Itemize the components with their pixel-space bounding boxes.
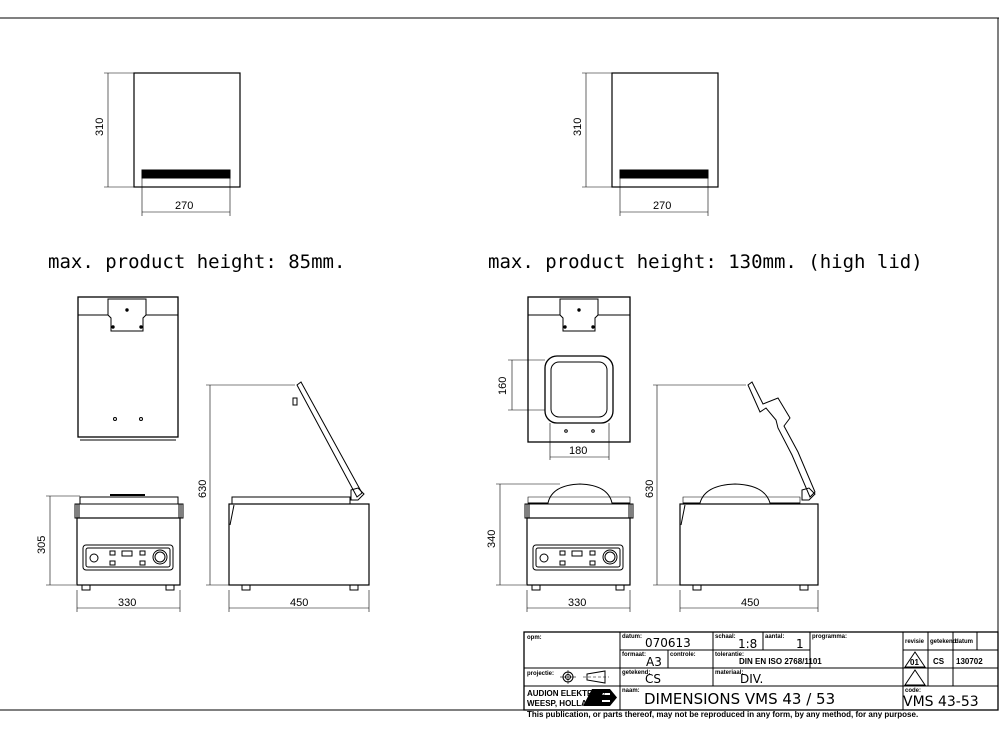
label-getekend: getekend: (622, 670, 650, 676)
projection-symbol-icon (560, 670, 609, 684)
label-aantal: aantal: (765, 634, 784, 640)
dim-front-height-right: 340 (486, 530, 498, 548)
label-formaat: formaat: (622, 652, 646, 658)
dim-section-width-left: 270 (175, 200, 193, 212)
label-schaal: schaal: (715, 634, 736, 640)
label-controle: controle: (670, 652, 696, 658)
copyright-notice: This publication, or parts thereof, may … (527, 710, 918, 719)
value-datum: 070613 (645, 636, 691, 650)
company-logo (583, 689, 617, 706)
dim-section-width-right: 270 (653, 200, 671, 212)
dim-side-depth-left: 450 (290, 597, 308, 609)
title-block: opm: datum: 070613 schaal: 1:8 aantal: 1… (523, 631, 999, 711)
chamber-section-standard: 310 270 (94, 72, 241, 216)
drawing-frame (0, 17, 999, 711)
dim-window-height: 160 (497, 377, 509, 395)
machine-top-view-high-lid: 160 180 (497, 296, 631, 460)
label-rev-datum: datum (955, 639, 973, 645)
label-rev-getekend: getekend (930, 639, 957, 645)
machine-side-view-standard: 630 450 (197, 381, 370, 612)
machine-front-view-high-lid: 340 330 (486, 483, 634, 612)
revision-number: 01 (910, 658, 919, 667)
drawing-title: DIMENSIONS VMS 43 / 53 (644, 690, 835, 708)
machine-side-view-high-lid: 630 450 (644, 381, 819, 612)
machine-front-view-standard: 305 330 (36, 494, 184, 612)
value-materiaal: DIV. (740, 672, 763, 686)
dim-side-height-right: 630 (644, 480, 656, 498)
label-naam: naam: (622, 688, 640, 694)
dim-window-width: 180 (569, 445, 587, 457)
label-opm: opm: (527, 635, 542, 641)
value-schaal: 1:8 (738, 637, 757, 651)
value-getekend: CS (645, 672, 661, 686)
label-programma: programma: (812, 634, 847, 640)
heading-high-lid: max. product height: 130mm. (high lid) (488, 251, 923, 273)
value-tolerantie: DIN EN ISO 2768/1101 (739, 657, 822, 666)
dim-side-depth-right: 450 (741, 597, 759, 609)
drawing-code: VMS 43-53 (903, 694, 979, 710)
machine-top-view-standard (77, 296, 179, 441)
label-tolerantie: tolerantie: (715, 652, 744, 658)
dim-front-width-left: 330 (118, 597, 136, 609)
heading-standard-lid: max. product height: 85mm. (48, 251, 345, 273)
revision-by: CS (933, 657, 945, 666)
dim-side-height-left: 630 (197, 480, 209, 498)
dim-section-height-left: 310 (94, 118, 106, 136)
company-location: WEESP, HOLLAND (527, 699, 599, 708)
value-aantal: 1 (796, 637, 804, 651)
value-formaat: A3 (646, 655, 662, 669)
revision-date: 130702 (956, 657, 983, 666)
label-code: code: (905, 688, 921, 694)
dim-front-height-left: 305 (36, 536, 48, 554)
chamber-section-high-lid: 310 270 (572, 72, 719, 216)
label-projectie: projectie: (527, 671, 554, 677)
dim-front-width-right: 330 (568, 597, 586, 609)
company-name: AUDION ELEKTRO® (527, 689, 605, 698)
dim-section-height-right: 310 (572, 118, 584, 136)
label-revisie: revisie (905, 639, 925, 645)
label-datum: datum: (622, 634, 642, 640)
label-materiaal: materiaal: (715, 670, 743, 676)
